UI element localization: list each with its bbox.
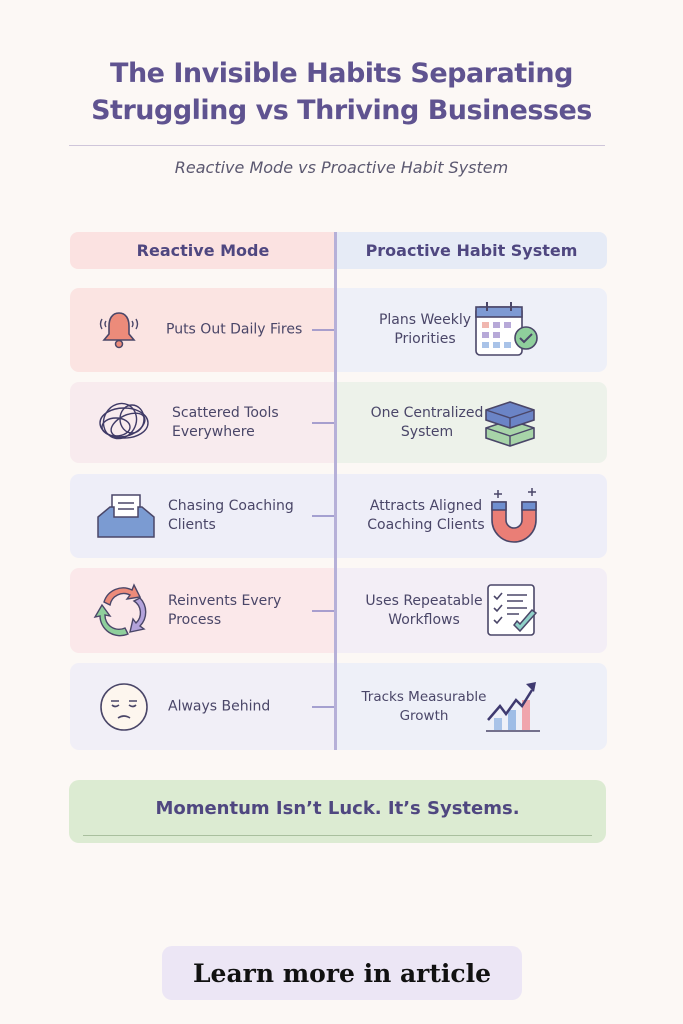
- title-line-2: Struggling vs Thriving Businesses: [91, 95, 592, 126]
- comparison-row: Reinvents Every Process Uses Repeatable …: [70, 568, 607, 653]
- inbox-icon: [97, 494, 155, 538]
- reactive-text: Puts Out Daily Fires: [166, 321, 303, 338]
- reactive-text: Scattered Tools Everywhere: [172, 404, 279, 440]
- column-header-reactive: Reactive Mode: [70, 232, 336, 269]
- reactive-text: Always Behind: [168, 698, 271, 714]
- proactive-text: One Centralized System: [370, 404, 484, 440]
- proactive-text: Plans Weekly Priorities: [378, 312, 472, 347]
- bell-icon: [99, 312, 139, 349]
- comparison-row: Chasing Coaching Clients Attracts Aligne…: [70, 474, 607, 558]
- proactive-text: Tracks Measurable Growth: [361, 688, 487, 724]
- stacked-blocks-icon: [485, 400, 535, 447]
- column-divider: [334, 232, 337, 750]
- summary-banner: Momentum Isn’t Luck. It’s Systems.: [69, 780, 606, 843]
- calendar-check-icon: [475, 302, 538, 356]
- checklist-icon: [487, 583, 538, 636]
- column-header-proactive: Proactive Habit System: [336, 232, 607, 269]
- magnet-icon: [491, 488, 537, 543]
- banner-underline: [83, 835, 592, 836]
- reactive-text: Chasing Coaching Clients: [168, 498, 294, 533]
- banner-text: Momentum Isn’t Luck. It’s Systems.: [155, 798, 520, 819]
- cycle-arrows-icon: [93, 582, 147, 636]
- comparison-row: Always Behind Tracks Measurable Growth: [70, 663, 607, 750]
- tired-face-icon: [100, 682, 148, 731]
- comparison-row: Scattered Tools Everywhere One Centraliz…: [70, 382, 607, 463]
- tangle-icon: [99, 402, 149, 439]
- reactive-text: Reinvents Every Process: [168, 592, 282, 628]
- growth-chart-icon: [486, 681, 540, 732]
- proactive-text: Attracts Aligned Coaching Clients: [367, 498, 485, 533]
- learn-more-button[interactable]: Learn more in article: [162, 946, 522, 1000]
- title-divider: [69, 145, 605, 146]
- comparison-row: Puts Out Daily Fires Plans Weekly Priori…: [70, 288, 607, 372]
- page-title: The Invisible Habits Separating Struggli…: [0, 55, 683, 129]
- title-line-1: The Invisible Habits Separating: [110, 58, 573, 89]
- proactive-text: Uses Repeatable Workflows: [365, 592, 483, 628]
- subtitle: Reactive Mode vs Proactive Habit System: [174, 158, 509, 177]
